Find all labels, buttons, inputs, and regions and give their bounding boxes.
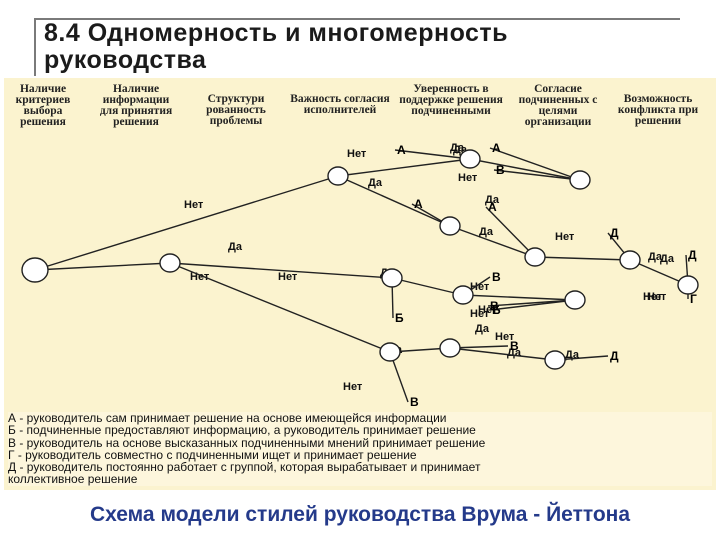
edge-label: Нет [458, 172, 478, 184]
edge-label: Нет [347, 148, 367, 160]
tree-node [381, 268, 403, 288]
tree-node [452, 285, 474, 305]
legend-item-d: Д - руководитель постоянно работает с гр… [8, 460, 481, 475]
tree-edge [493, 169, 581, 181]
tree-node [619, 250, 641, 270]
tree-node [564, 290, 586, 310]
outcome-letter: Д [610, 349, 619, 363]
edge-label: Да [475, 323, 490, 335]
header-information: Наличие информации для принятия решения [99, 83, 173, 128]
outcome-letter: В [490, 299, 499, 313]
outcome-letter: Б [492, 303, 501, 317]
edge-label: Да [485, 194, 500, 206]
title-frame-left [34, 18, 36, 76]
outcome-letter: Д [688, 248, 697, 262]
header-criteria: Наличие критериев выбора решения [15, 83, 71, 128]
outcome-letter: Г [690, 292, 697, 306]
edge-label: Да [479, 226, 494, 238]
tree-edge [449, 225, 536, 258]
header-structure: Структури рованность проблемы [206, 93, 266, 127]
tree-node [439, 338, 461, 358]
outcome-letter: А [414, 197, 423, 211]
outcome-letter: В [410, 395, 419, 409]
slide-caption: Схема модели стилей руководства Врума - … [89, 503, 631, 526]
tree-node [327, 166, 349, 186]
tree-node [439, 216, 461, 236]
tree-edge [469, 158, 581, 181]
slide-title: 8.4 Одномерность и многомерность руковод… [44, 19, 509, 74]
tree-edge [34, 175, 339, 271]
header-agreement-importance: Важность согласия исполнителей [290, 93, 390, 116]
edge-label: Нет [470, 308, 490, 320]
outcome-letter: В [496, 163, 505, 177]
tree-edge [394, 149, 471, 160]
legend-item-a: А - руководитель сам принимает решение н… [8, 411, 447, 425]
tree-edge [449, 347, 556, 361]
edge-label: Да [450, 142, 465, 154]
legend-item-d-cont: коллективное решение [8, 472, 138, 487]
tree-edge [391, 277, 464, 296]
tree-edge [489, 299, 576, 311]
tree-edge [169, 262, 393, 279]
outcome-letter: А [488, 200, 497, 214]
tree-edge [487, 299, 576, 307]
tree-edge [337, 175, 451, 227]
legend-item-b: Б - подчиненные предоставляют информацию… [8, 423, 476, 438]
edge-label: Да [368, 177, 383, 189]
edge-label: Нет [190, 271, 210, 283]
tree-node [159, 253, 181, 273]
outcome-letter: А [492, 141, 501, 155]
tree-edge [34, 262, 171, 271]
tree-node [677, 275, 699, 295]
edge-label: Нет [555, 231, 575, 243]
edge-label: Нет [495, 331, 515, 343]
outcome-letter: Д [610, 226, 619, 240]
outcome-letter: Б [395, 311, 404, 325]
edge-label: Нет [643, 291, 663, 303]
legend-item-g: Г - руководитель совместно с подчиненным… [8, 447, 417, 462]
edge-label: Нет [184, 199, 204, 211]
header-conflict-possibility: Возможность конфликта при решении [617, 93, 699, 127]
tree-edge [489, 147, 581, 181]
edge-label: Нет [278, 271, 298, 283]
edge-label: Нет [343, 381, 363, 393]
tree-edge [534, 256, 631, 261]
outcome-letter: А [397, 143, 406, 157]
header-support-confidence: Уверенность в поддержке решения подчинен… [399, 83, 503, 117]
edge-label: Нет [647, 291, 667, 303]
tree-node [524, 247, 546, 267]
edge-label: Да [660, 253, 675, 265]
tree-edge [462, 294, 576, 301]
tree-edge [337, 158, 471, 177]
outcome-letter: В [492, 270, 501, 284]
tree-node [21, 257, 49, 283]
header-goals-agreement: Согласие подчиненных с целями организаци… [518, 83, 598, 128]
legend: А - руководитель сам принимает решение н… [8, 412, 712, 486]
legend-item-v: В - руководитель на основе высказанных п… [8, 435, 486, 450]
edge-label: Да [228, 241, 243, 253]
tree-node [459, 149, 481, 169]
tree-edge [169, 262, 391, 353]
tree-edge [485, 206, 536, 258]
title-frame-top [34, 18, 680, 20]
tree-node [379, 342, 401, 362]
edge-label: Нет [478, 304, 498, 316]
outcome-letter: В [510, 339, 519, 353]
tree-node [544, 350, 566, 370]
tree-node [569, 170, 591, 190]
edge-label: Нет [470, 281, 490, 293]
edge-label: Да [648, 251, 663, 263]
